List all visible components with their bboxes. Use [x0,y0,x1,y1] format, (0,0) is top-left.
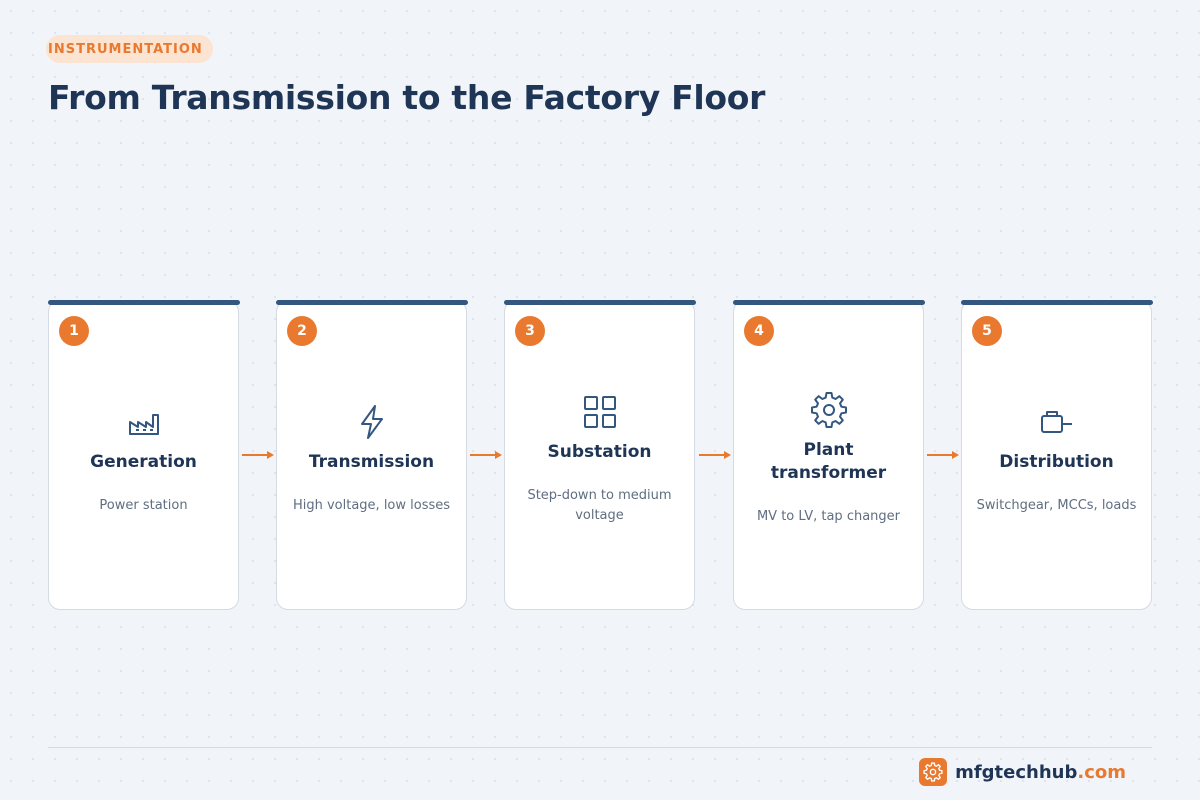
brand-name-text: mfgtechhub [955,761,1078,783]
card-top-bar [732,299,925,305]
card-top-bar [275,299,468,305]
brand-tld-text: .com [1077,761,1126,783]
category-tag-label: INSTRUMENTATION [48,41,203,57]
step-description: High voltage, low losses [292,497,451,513]
step-number-badge: 1 [59,316,89,346]
step-title: Distribution [999,451,1114,472]
page-title: From Transmission to the Factory Floor [48,78,766,117]
card-top-bar [503,299,696,305]
plug-icon [1038,403,1076,441]
step-description: MV to LV, tap changer [756,509,901,524]
lightning-icon [353,403,391,441]
step-card-transmission: 2 Transmission High voltage, low losses [275,299,468,610]
brand-name: mfgtechhub.com [955,762,1126,783]
step-description: Power station [99,497,188,513]
card-top-bar [960,299,1153,305]
step-number-badge: 4 [744,316,774,346]
step-title: Generation [90,451,197,472]
step-number-badge: 3 [515,316,545,346]
brand-logo[interactable]: mfgtechhub.com [919,758,1126,786]
flow-arrow [927,451,959,459]
step-card-plant-transformer: 4 Plant transformer MV to LV, tap change… [732,299,925,610]
flow-arrow [699,451,731,459]
step-title: Substation [547,441,652,462]
step-description: Switchgear, MCCs, loads [976,497,1137,513]
step-title: Transmission [308,451,435,472]
flow-arrow [470,451,502,459]
step-number-badge: 5 [972,316,1002,346]
gear-icon [919,758,948,786]
category-tag: INSTRUMENTATION [46,35,213,63]
footer-divider [48,747,1152,748]
step-card-substation: 3 Substation Step-down to medium voltage [503,299,696,610]
grid-icon [581,393,619,431]
step-card-distribution: 5 Distribution Switchgear, MCCs, loads [960,299,1153,610]
factory-icon [125,403,163,441]
step-description: Step-down to medium voltage [527,487,672,523]
flow-arrow [242,451,274,459]
step-title: Plant transformer [770,440,887,483]
card-top-bar [47,299,240,305]
step-number-badge: 2 [287,316,317,346]
step-card-generation: 1 Generation Power station [47,299,240,610]
gear-icon [810,391,848,429]
